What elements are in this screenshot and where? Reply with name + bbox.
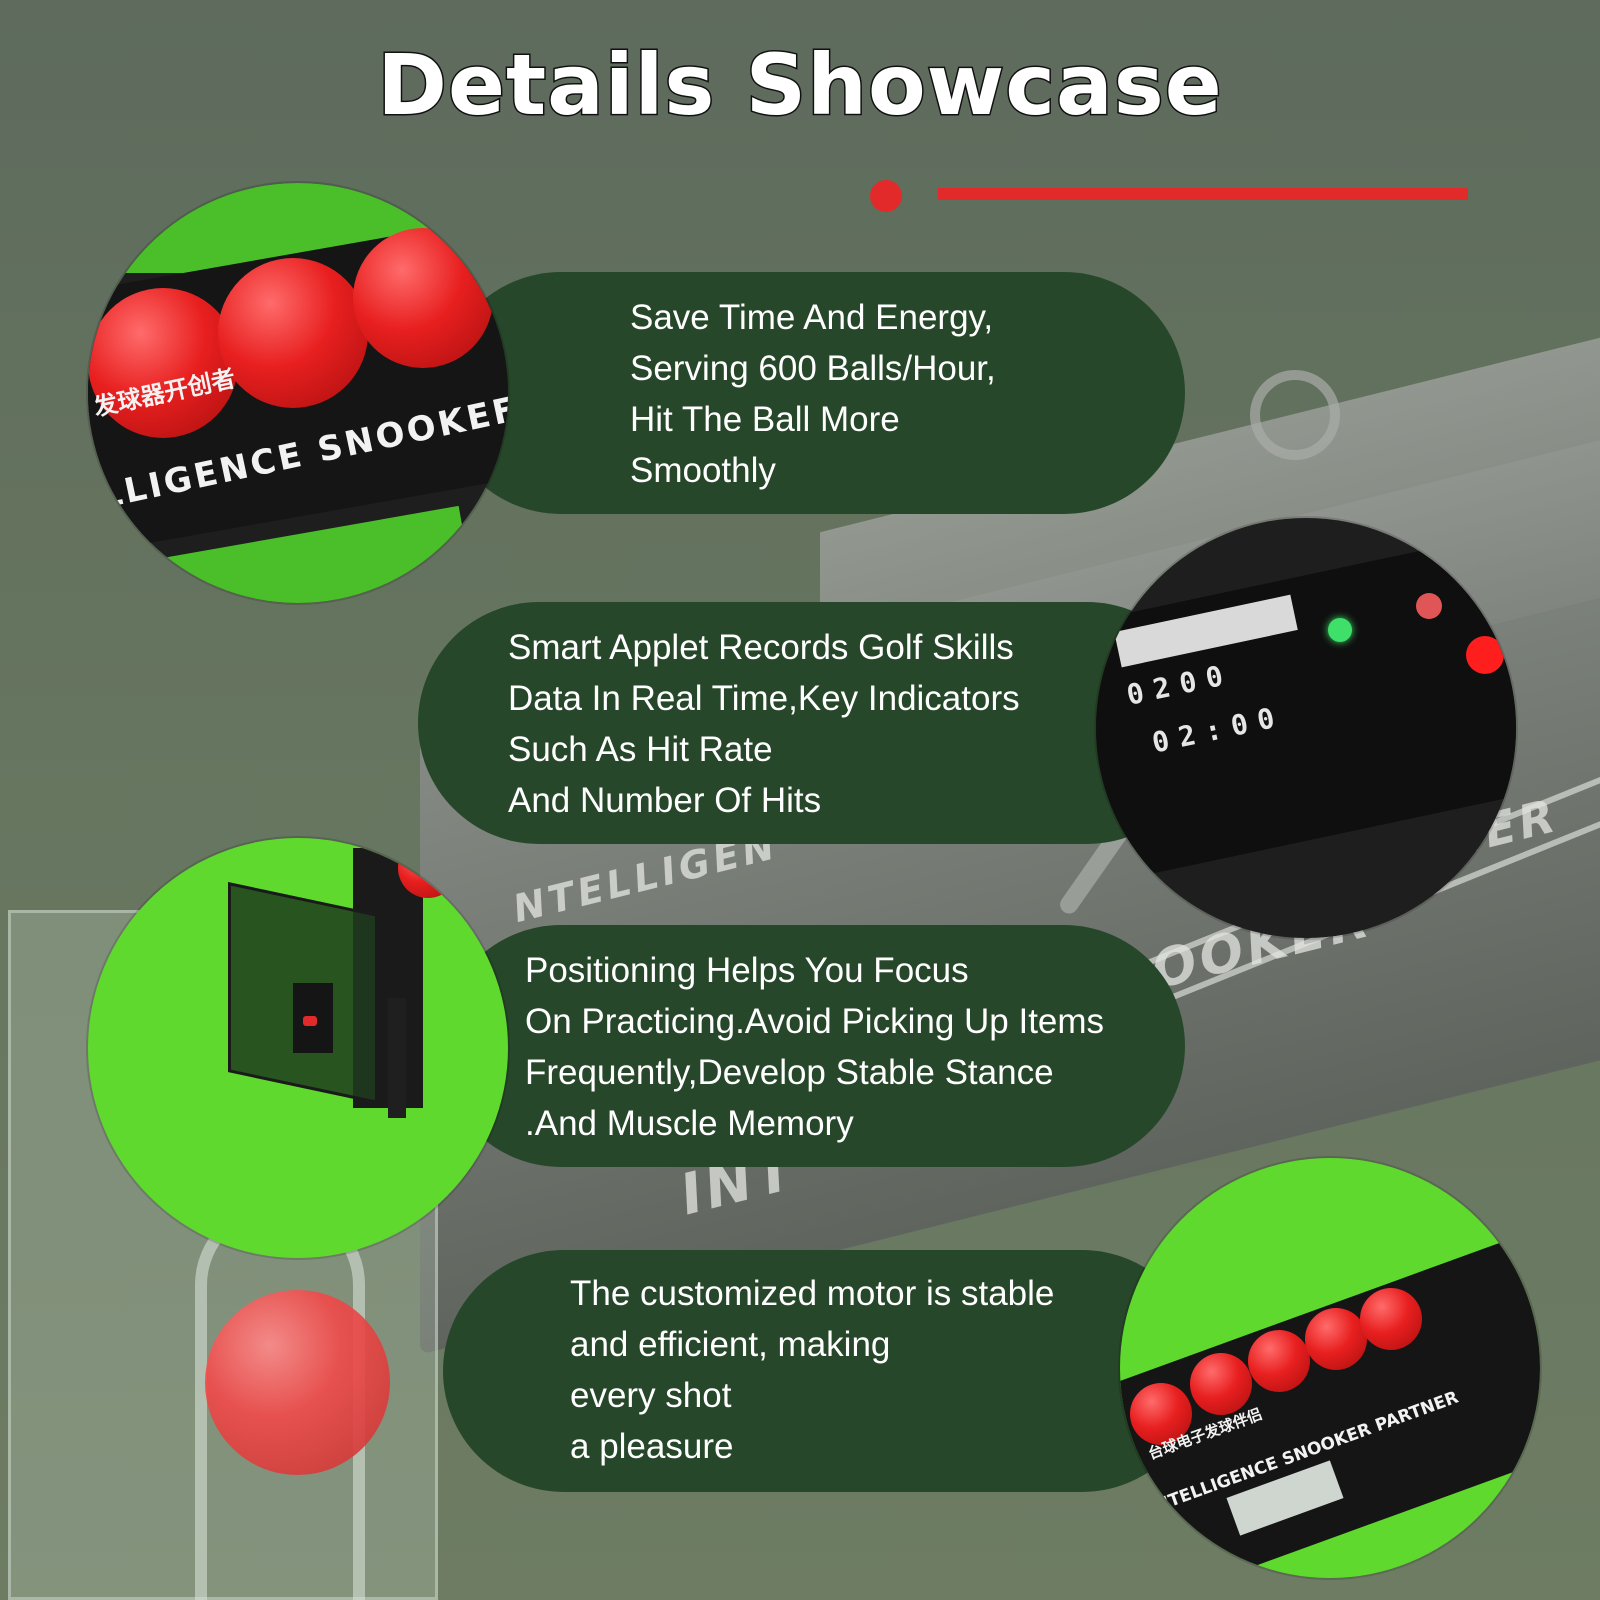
- feature-card-positioning: Positioning Helps You Focus On Practicin…: [440, 925, 1185, 1167]
- feature-text: Smart Applet Records Golf Skills Data In…: [508, 628, 1020, 820]
- red-ball: [88, 288, 238, 438]
- positioning-guide-photo: [88, 838, 508, 1258]
- red-ball: [205, 1290, 390, 1475]
- feature-card-speed: Save Time And Energy, Serving 600 Balls/…: [440, 272, 1185, 514]
- red-ball: [353, 228, 493, 368]
- title-accent-line: [938, 188, 1468, 200]
- feature-text: Save Time And Energy, Serving 600 Balls/…: [630, 298, 996, 490]
- status-led-red: [1416, 593, 1442, 619]
- display-panel-photo: 0200 02:00: [1096, 518, 1516, 938]
- feature-text: Positioning Helps You Focus On Practicin…: [525, 951, 1105, 1143]
- feature-card-motor: The customized motor is stable and effic…: [443, 1250, 1203, 1492]
- guide-leg: [388, 998, 406, 1118]
- machine-overview-photo: INTELLIGENCE SNOOKER PARTNER 台球电子发球伴侣: [1120, 1158, 1540, 1578]
- title-accent-dot: [870, 180, 902, 212]
- machine-knob: [1250, 370, 1340, 460]
- page-title: Details Showcase: [376, 35, 1223, 136]
- feature-card-applet: Smart Applet Records Golf Skills Data In…: [418, 602, 1208, 844]
- ball-tray-photo: LLIGENCE SNOOKEF 发球器开创者: [88, 183, 508, 603]
- red-ball: [1190, 1353, 1252, 1415]
- red-ball: [1305, 1308, 1367, 1370]
- feature-text: The customized motor is stable and effic…: [570, 1274, 1055, 1466]
- red-ball: [398, 838, 458, 898]
- power-button-icon: [1466, 636, 1504, 674]
- red-ball: [1130, 1383, 1192, 1445]
- red-ball: [218, 258, 368, 408]
- status-led-green: [1328, 618, 1352, 642]
- control-panel: [1096, 535, 1516, 881]
- red-ball: [1360, 1288, 1422, 1350]
- red-ball: [1248, 1330, 1310, 1392]
- sensor-led: [303, 1016, 317, 1026]
